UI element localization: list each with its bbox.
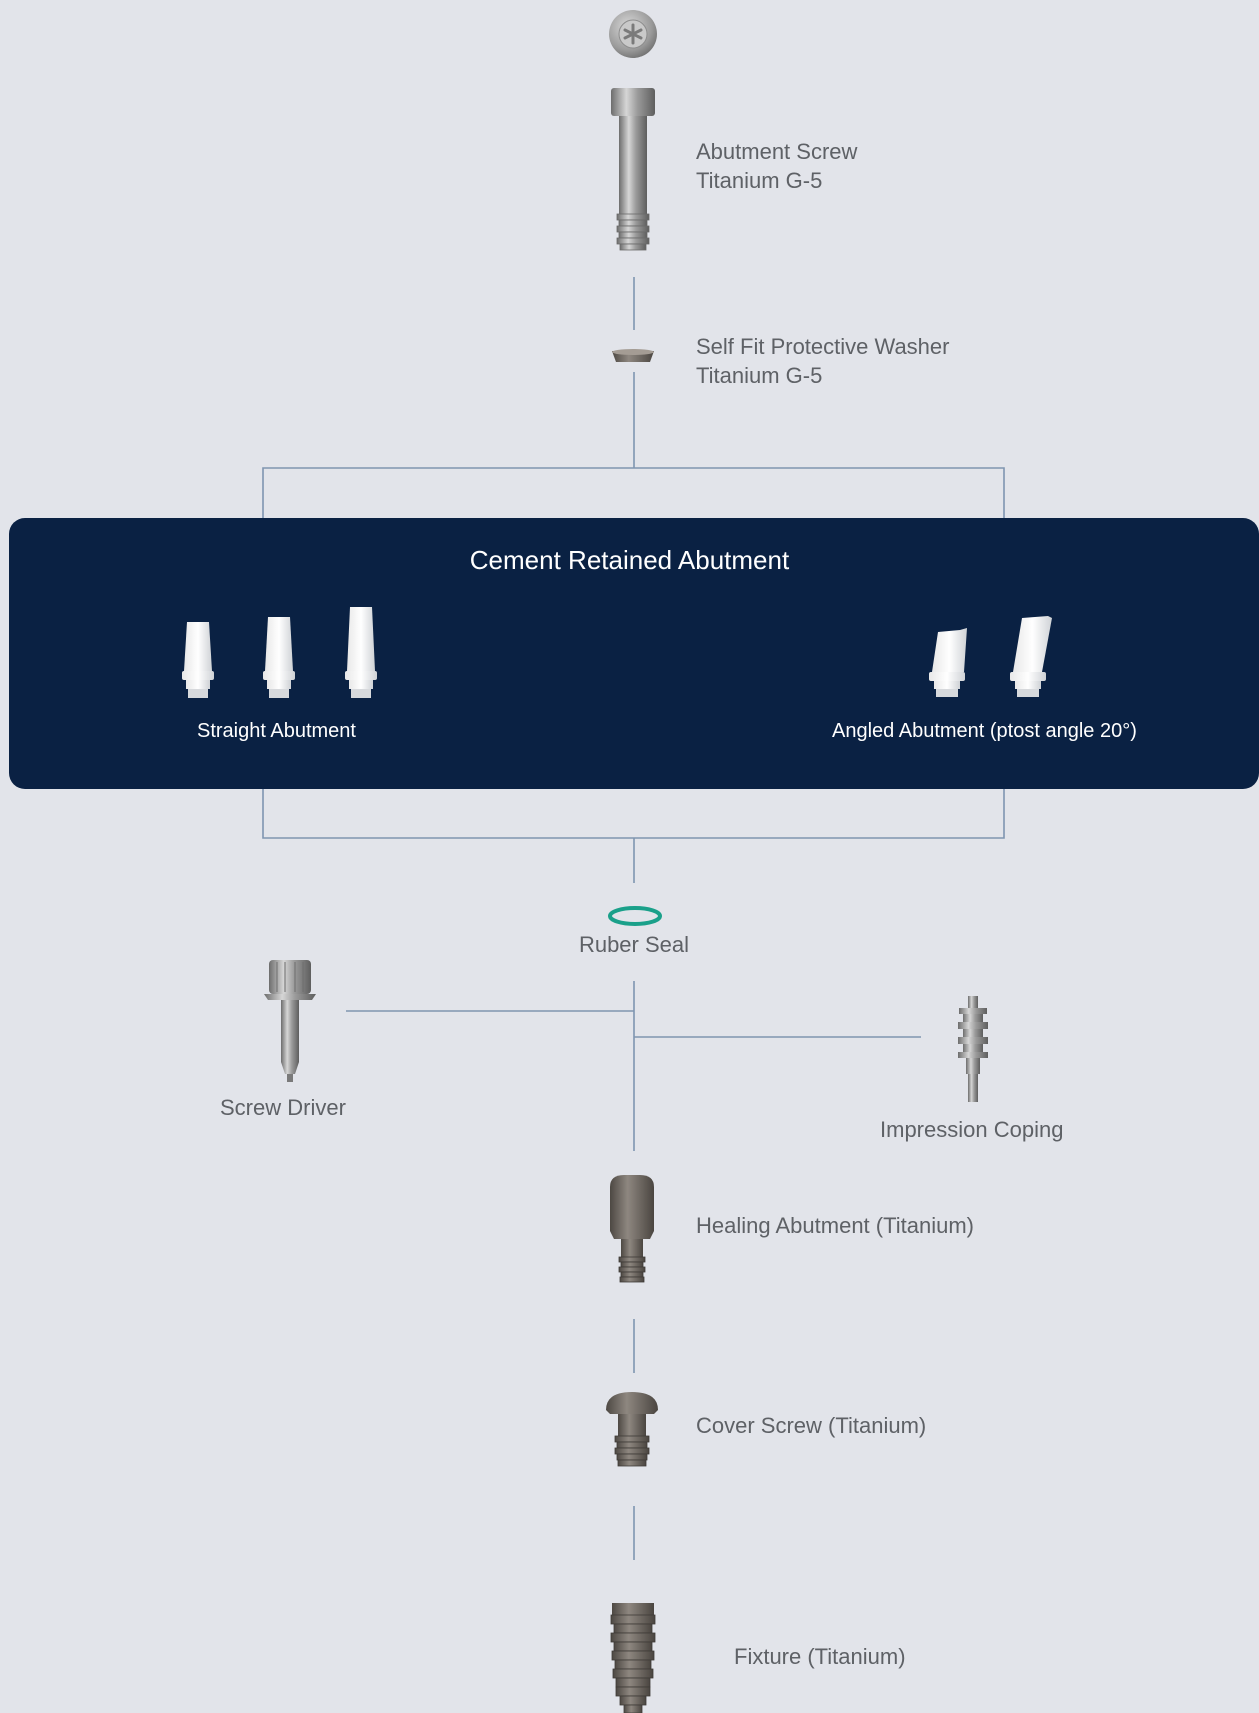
healing-abutment-label: Healing Abutment (Titanium) [696,1213,974,1238]
washer-label: Self Fit Protective Washer Titanium G-5 [696,332,949,390]
straight-abutment-3 [345,607,377,698]
angled-abutment-1 [929,628,967,697]
abutment-screw-name: Abutment Screw [696,139,858,164]
impression-coping-label: Impression Coping [880,1117,1064,1142]
cover-screw-label: Cover Screw (Titanium) [696,1413,927,1438]
abutment-screw-material: Titanium G-5 [696,168,823,193]
cement-retained-title: Cement Retained Abutment [469,545,790,575]
screw-driver-image [264,960,316,1082]
abutment-screw-image [611,88,655,251]
straight-abutment-1 [182,622,214,698]
washer-image [612,349,654,362]
cover-screw-image [606,1392,658,1467]
fixture-label: Fixture (Titanium) [734,1644,906,1669]
fixture-image [610,1603,656,1713]
straight-abutments-image [182,607,377,698]
washer-name: Self Fit Protective Washer [696,334,950,359]
straight-abutment-2 [263,617,295,698]
cement-retained-panel [9,518,1259,789]
angled-abutment-label: Angled Abutment (ptost angle 20°) [832,720,1137,742]
abutment-screw-label: Abutment Screw Titanium G-5 [696,137,857,195]
rubber-seal-label: Ruber Seal [578,932,690,957]
angled-abutment-2 [1010,616,1052,697]
bracket-top [262,467,1005,518]
screw-driver-label: Screw Driver [220,1095,346,1120]
washer-material: Titanium G-5 [696,363,823,388]
impression-coping-image [958,996,988,1102]
rubber-seal-image [608,906,662,926]
bracket-bottom [262,789,1005,839]
straight-abutment-label: Straight Abutment [197,720,356,742]
angled-abutments-image [929,616,1052,697]
healing-abutment-image [610,1175,654,1283]
screw-head-top-view [609,10,657,58]
